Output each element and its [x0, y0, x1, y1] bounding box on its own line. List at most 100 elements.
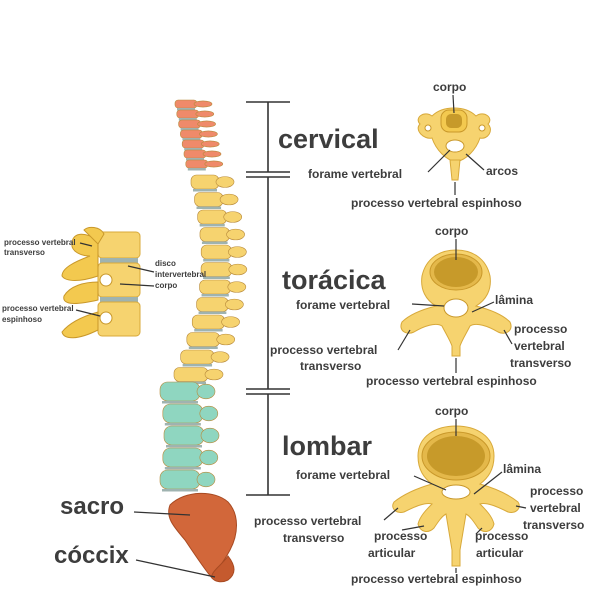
cervical-vertebra-2-process [195, 110, 215, 118]
thoracic-vertebra-1-process [215, 176, 235, 188]
thoracic-label-corpo: corpo [435, 224, 468, 238]
thoracic-vertebra-9 [191, 314, 225, 330]
lumbar-vertebra-1-disc [162, 401, 198, 404]
lumbar-label-articular-left-2: articular [368, 546, 416, 560]
lumbar-label-transverso-left-1: processo vertebral [254, 514, 361, 528]
thoracic-vertebra-6-disc [203, 276, 230, 279]
thoracic-vertebra-8 [196, 297, 229, 312]
thoracic-vertebra-3 [197, 209, 228, 225]
thoracic-vertebra-6-process [228, 263, 248, 276]
thoracic-vertebra-1-disc [193, 189, 217, 192]
lumbar-vertebra-4-process [199, 449, 219, 466]
lumbar-label-articular-right-2: articular [476, 546, 524, 560]
thoracic-vertebra-10-disc [188, 346, 218, 349]
thoracic-vertebra-11 [180, 349, 215, 365]
thoracic-label-transverso-left-2: transverso [300, 359, 361, 373]
lumbar-vertebra-5-disc [162, 489, 198, 492]
cervical-vertebra-4-disc [182, 138, 201, 141]
thoracic-label-transverso-right-1: processo [514, 322, 567, 336]
cervical-vertebra-5-disc [184, 148, 203, 151]
thoracic-vertebra-9-disc [194, 329, 223, 332]
thoracic-vertebra-4 [199, 227, 230, 242]
section-label-toracica: torácica [282, 265, 387, 295]
thoracic-vertebra-10-process [216, 333, 236, 346]
lumbar-label-transverso-right-2: vertebral [530, 501, 581, 515]
cervical-vertebra-5-process [200, 140, 220, 148]
thoracic-label-transverso-right-2: vertebral [514, 339, 565, 353]
region-label-sacro: sacro [60, 493, 124, 520]
lumbar-vertebra-1-process [196, 383, 216, 400]
cervical-vertebra-7-process [204, 160, 224, 168]
thoracic-vertebra-3-process [223, 211, 243, 223]
lumbar-vertebra-3-disc [166, 445, 202, 448]
lumbar-label-lamina: lâmina [503, 462, 541, 476]
cervical-vertebra-2-disc [178, 118, 197, 121]
lumbar-label-espinhoso: processo vertebral espinhoso [351, 572, 522, 586]
cervical-label-forame: forame vertebral [308, 167, 402, 181]
thoracic-vertebra-12-process [204, 368, 224, 381]
cervical-vertebra-3-disc [180, 128, 199, 131]
lumbar-vertebra-4 [162, 447, 204, 468]
thoracic-vertebra-illustration [400, 249, 512, 357]
thoracic-vertebra-11-disc [182, 364, 213, 367]
region-brackets [246, 101, 290, 496]
thoracic-label-transverso-right-3: transverso [510, 356, 571, 370]
thoracic-vertebra-9-process [221, 316, 240, 328]
cervical-label-corpo: corpo [433, 80, 466, 94]
side-label-disco-2: intervertebral [155, 270, 206, 279]
coccyx-shape [211, 555, 235, 583]
thoracic-vertebra-11-process [210, 351, 230, 363]
cervical-vertebra-3-process [197, 120, 216, 128]
side-label-espinhoso-2: espinhoso [2, 315, 42, 324]
thoracic-vertebra-5-process [228, 246, 247, 258]
thoracic-vertebra-7-disc [201, 294, 229, 297]
lumbar-vertebra-2 [162, 403, 204, 424]
side-label-disco-1: disco [155, 259, 176, 268]
thoracic-vertebra-10 [186, 332, 221, 347]
lumbar-vertebra-2-process [199, 405, 219, 422]
section-label-cervical: cervical [278, 124, 379, 154]
lumbar-vertebra-3-process [200, 427, 220, 444]
lumbar-vertebra-3 [163, 425, 205, 446]
cervical-vertebra-1-disc [177, 108, 195, 111]
thoracic-label-espinhoso: processo vertebral espinhoso [366, 374, 537, 388]
lumbar-vertebra-5-process [196, 471, 216, 488]
thoracic-vertebra-4-process [226, 228, 245, 241]
cervical-label-arcos: arcos [486, 164, 518, 178]
cervical-vertebra-6-process [202, 150, 222, 158]
cervical-vertebra-illustration [417, 107, 491, 181]
thoracic-vertebrae [173, 174, 248, 384]
thoracic-vertebra-1 [190, 174, 220, 190]
thoracic-vertebra-2-disc [196, 206, 222, 209]
thoracic-vertebra-12 [173, 367, 209, 382]
thoracic-vertebra-4-disc [201, 241, 228, 244]
cervical-vertebra-4-process [199, 130, 218, 138]
cervical-label-espinhoso: processo vertebral espinhoso [351, 196, 522, 210]
lumbar-label-transverso-left-2: transverso [283, 531, 344, 545]
lumbar-label-articular-left-1: processo [374, 529, 427, 543]
side-view-vertebrae [61, 226, 141, 339]
thoracic-vertebra-3-disc [199, 224, 225, 227]
thoracic-vertebra-5-disc [203, 259, 230, 262]
thoracic-vertebra-2 [194, 192, 224, 207]
lumbar-vertebra-2-disc [164, 423, 201, 426]
spinal-column [159, 99, 248, 583]
section-label-lombar: lombar [282, 431, 373, 461]
side-label-transverso-2: transverso [4, 248, 45, 257]
lumbar-label-transverso-right-1: processo [530, 484, 583, 498]
cervical-vertebra-6-disc [186, 158, 204, 161]
side-label-transverso-1: processo vertebral [4, 238, 76, 247]
lumbar-label-forame: forame vertebral [296, 468, 390, 482]
thoracic-label-lamina: lâmina [495, 293, 533, 307]
lumbar-vertebrae [159, 381, 220, 492]
side-label-corpo: corpo [155, 281, 177, 290]
lumbar-label-transverso-right-3: transverso [523, 518, 584, 532]
lumbar-vertebra-4-disc [164, 467, 201, 470]
thoracic-vertebra-8-process [225, 298, 244, 311]
cervical-vertebra-1-process [193, 100, 213, 108]
thoracic-vertebra-8-disc [198, 311, 227, 314]
thoracic-label-transverso-left-1: processo vertebral [270, 343, 377, 357]
lumbar-label-articular-right-1: processo [475, 529, 528, 543]
lumbar-vertebra-5 [159, 469, 201, 490]
